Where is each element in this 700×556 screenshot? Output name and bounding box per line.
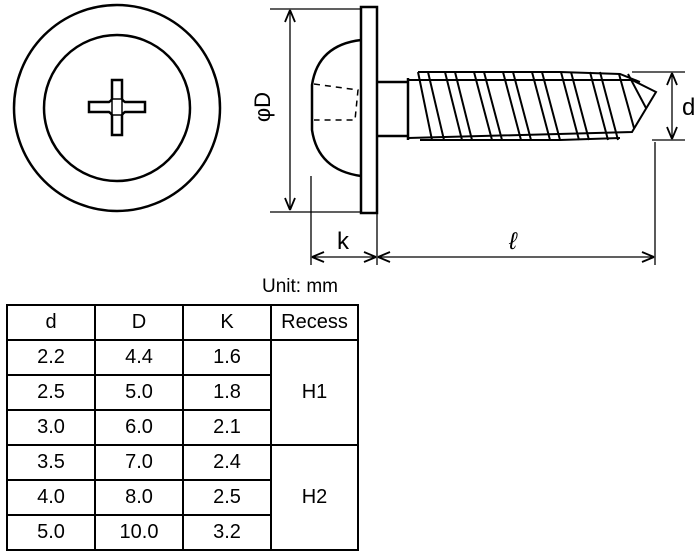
phillips-recess-icon [89, 80, 145, 136]
cell-d: 3.0 [6, 409, 96, 446]
cell-K: 1.6 [182, 339, 272, 376]
table-row: 4.0 8.0 2.5 [6, 479, 358, 516]
header-D: D [94, 304, 184, 341]
cell-d: 4.0 [6, 479, 96, 516]
screw-drawing [12, 3, 685, 265]
head-top-view [12, 3, 222, 213]
table-row: 5.0 10.0 3.2 [6, 514, 358, 551]
cell-D: 4.4 [94, 339, 184, 376]
cell-D: 10.0 [94, 514, 184, 551]
cell-D: 8.0 [94, 479, 184, 516]
head-outer-circle [12, 3, 222, 213]
spec-table: d D K Recess 2.2 4.4 1.6 H1 2.5 5.0 1.8 … [6, 304, 359, 551]
header-d: d [6, 304, 96, 341]
table-row: 2.2 4.4 1.6 H1 [6, 339, 359, 446]
cell-D: 6.0 [94, 409, 184, 446]
screw-side-view [310, 5, 658, 215]
unit-label: Unit: mm [262, 276, 338, 297]
length-label: ℓ [509, 228, 517, 255]
cell-d: 5.0 [6, 514, 96, 551]
cell-D: 7.0 [94, 444, 184, 481]
recess-h1: H1 [270, 339, 359, 446]
cell-d: 2.5 [6, 374, 96, 411]
d-label: d [682, 94, 696, 121]
cell-K: 3.2 [182, 514, 272, 551]
domed-head [310, 38, 362, 178]
head-inner-circle [42, 33, 192, 183]
cell-d: 3.5 [6, 444, 96, 481]
cell-K: 1.8 [182, 374, 272, 411]
dimension-lines [270, 8, 685, 265]
table-row: 3.0 6.0 2.1 [6, 409, 358, 446]
cell-d: 2.2 [6, 339, 96, 376]
cell-K: 2.4 [182, 444, 272, 481]
k-label: k [337, 228, 349, 255]
phi-d-label: φD [250, 91, 276, 123]
recess-h2: H2 [270, 444, 359, 551]
thread-flanks [417, 71, 647, 141]
table-header-row: d D K Recess [6, 304, 359, 341]
washer-flange [359, 5, 379, 215]
header-K: K [182, 304, 272, 341]
table-row: 3.5 7.0 2.4 H2 [6, 444, 359, 551]
cell-D: 5.0 [94, 374, 184, 411]
cell-K: 2.5 [182, 479, 272, 516]
table-row: 2.5 5.0 1.8 [6, 374, 358, 411]
header-recess: Recess [270, 304, 359, 341]
cell-K: 2.1 [182, 409, 272, 446]
